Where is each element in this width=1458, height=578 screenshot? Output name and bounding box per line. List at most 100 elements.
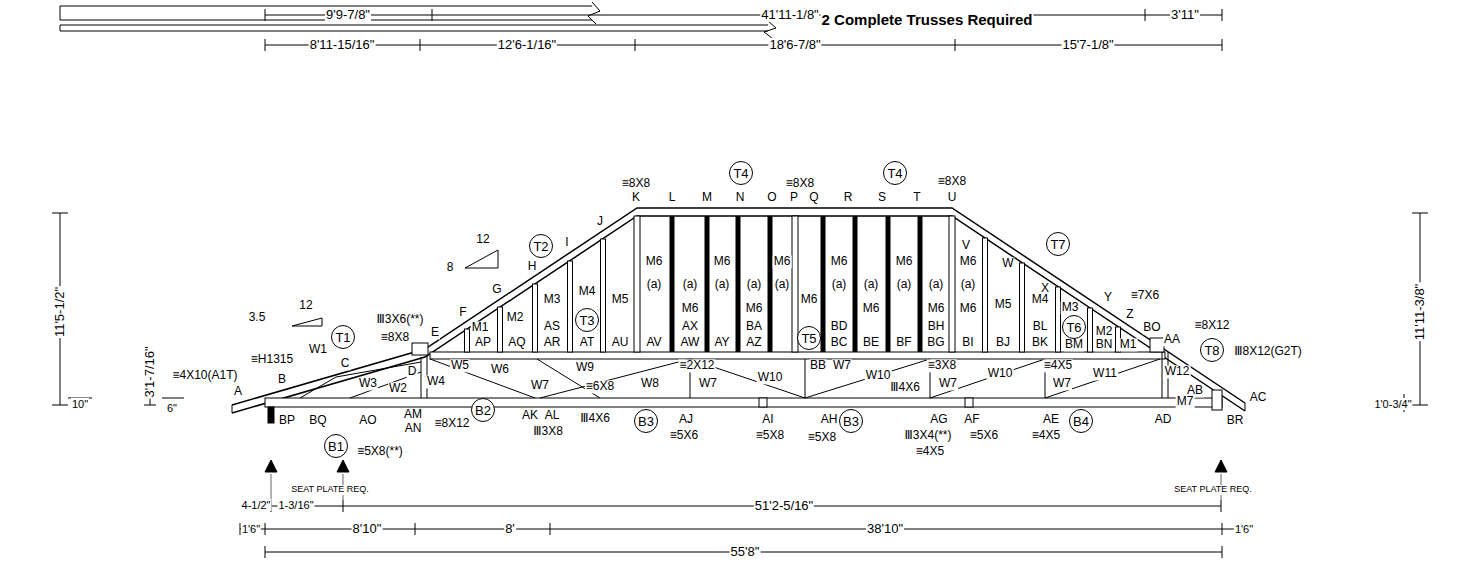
member-label: I	[564, 236, 569, 249]
member-label: M6	[681, 302, 700, 315]
truss-line	[412, 343, 428, 355]
member-label: (a)	[714, 278, 731, 291]
member-label: M5	[994, 298, 1013, 311]
member-label: AF	[963, 413, 980, 426]
member-label: M6	[959, 255, 978, 268]
member-label: Ⅲ8X12(G2T)	[1233, 345, 1303, 358]
member-label: AL	[544, 409, 561, 422]
member-label: ≡8X8	[937, 175, 967, 188]
member-label: AN	[404, 422, 423, 435]
callout-number: T4	[733, 167, 748, 180]
member-label: W7	[938, 377, 958, 390]
member-label: W9	[575, 361, 595, 374]
member-label: ≡5X8	[755, 429, 785, 442]
member-label: BN	[1095, 338, 1114, 351]
callout-number: T8	[1204, 344, 1219, 357]
member-label: ≡4X5	[1043, 359, 1073, 372]
member-label: N	[735, 191, 746, 204]
member-label: AE	[1042, 413, 1060, 426]
member-label: W8	[640, 377, 660, 390]
member-label: M6	[713, 255, 732, 268]
member-label: BP	[278, 414, 296, 427]
member-label: W10	[865, 369, 892, 382]
member-label: ≡4X5	[1031, 429, 1061, 442]
member-label: BF	[895, 336, 912, 349]
member-label: M6	[800, 293, 819, 306]
truss-line	[268, 407, 274, 423]
dimension-label: 11'11-3/8"	[1413, 283, 1427, 342]
truss-line	[265, 9, 1222, 21]
sheet-note: 2 Complete Trusses Required	[821, 12, 1034, 29]
member-label: (a)	[746, 278, 763, 291]
truss-line	[430, 352, 1165, 359]
truss-line	[240, 523, 1250, 535]
member-label: M3	[543, 293, 562, 306]
member-label: AY	[713, 336, 730, 349]
truss-line	[1020, 263, 1025, 352]
member-label: (a)	[896, 278, 913, 291]
callout-circle: B3	[839, 409, 863, 433]
callout-circle: B2	[471, 398, 495, 422]
truss-line	[983, 238, 988, 352]
member-label: ≡8X8	[621, 177, 651, 190]
member-label: M6	[862, 302, 881, 315]
member-label: (a)	[863, 278, 880, 291]
dimension-label: 55'8"	[730, 545, 761, 559]
member-label: BC	[830, 336, 849, 349]
member-label: F	[458, 306, 467, 319]
truss-line	[300, 355, 427, 398]
member-label: AZ	[745, 336, 762, 349]
member-label: AR	[543, 336, 562, 349]
dimension-label: 11'5-1/2"	[53, 286, 67, 338]
truss-line	[568, 261, 573, 352]
dimension-label: 8'	[504, 522, 516, 536]
member-label: BG	[926, 336, 945, 349]
member-label: M3	[1061, 301, 1080, 314]
member-label: BI	[961, 336, 974, 349]
member-label: ≡5X6	[669, 429, 699, 442]
member-label: P	[789, 191, 799, 204]
member-label: M4	[1031, 293, 1050, 306]
member-label: M6	[895, 255, 914, 268]
callout-circle: B3	[634, 409, 658, 433]
callout-circle: B1	[324, 434, 348, 458]
dimension-label: 41'11-1/8"	[760, 8, 819, 22]
member-label: Ⅲ4X6	[889, 381, 921, 394]
truss-line	[465, 250, 498, 268]
truss-line	[430, 352, 1168, 398]
truss-line	[672, 216, 920, 352]
member-label: W5	[450, 359, 470, 372]
member-label: ≡5X8(**)	[356, 445, 404, 458]
member-label: K	[631, 191, 641, 204]
callout-number: B3	[638, 415, 654, 428]
slope-marks	[292, 250, 498, 326]
dimension-label: 6"	[166, 402, 178, 414]
member-label: BK	[1031, 336, 1049, 349]
dimension-label: 51'2-5/16"	[754, 499, 814, 513]
callout-number: T1	[335, 331, 350, 344]
member-label: Y	[1103, 291, 1113, 304]
member-label: BQ	[308, 414, 327, 427]
member-label: M6	[830, 255, 849, 268]
dimension-label: 3'1-7/16"	[143, 345, 157, 398]
callout-number: T3	[579, 314, 594, 327]
member-label: M1	[1119, 338, 1138, 351]
member-label: ≡2X12	[678, 359, 715, 372]
member-label: A	[233, 385, 243, 398]
callout-number: T6	[1066, 321, 1081, 334]
member-label: W6	[490, 363, 510, 376]
truss-line	[949, 216, 955, 352]
member-label: T	[912, 191, 921, 204]
member-label: Ⅲ3X8	[532, 425, 564, 438]
callout-circle: T5	[797, 326, 821, 350]
dimension-lines	[52, 9, 1428, 558]
member-label: W3	[358, 377, 378, 390]
member-label: W2	[388, 382, 408, 395]
callout-circle: B4	[1069, 409, 1093, 433]
callout-circle: T4	[883, 161, 907, 185]
member-label: M6	[959, 302, 978, 315]
supports	[265, 460, 1227, 472]
member-label: BH	[927, 320, 946, 333]
member-label: W7	[832, 359, 852, 372]
member-label: W12	[1164, 365, 1191, 378]
